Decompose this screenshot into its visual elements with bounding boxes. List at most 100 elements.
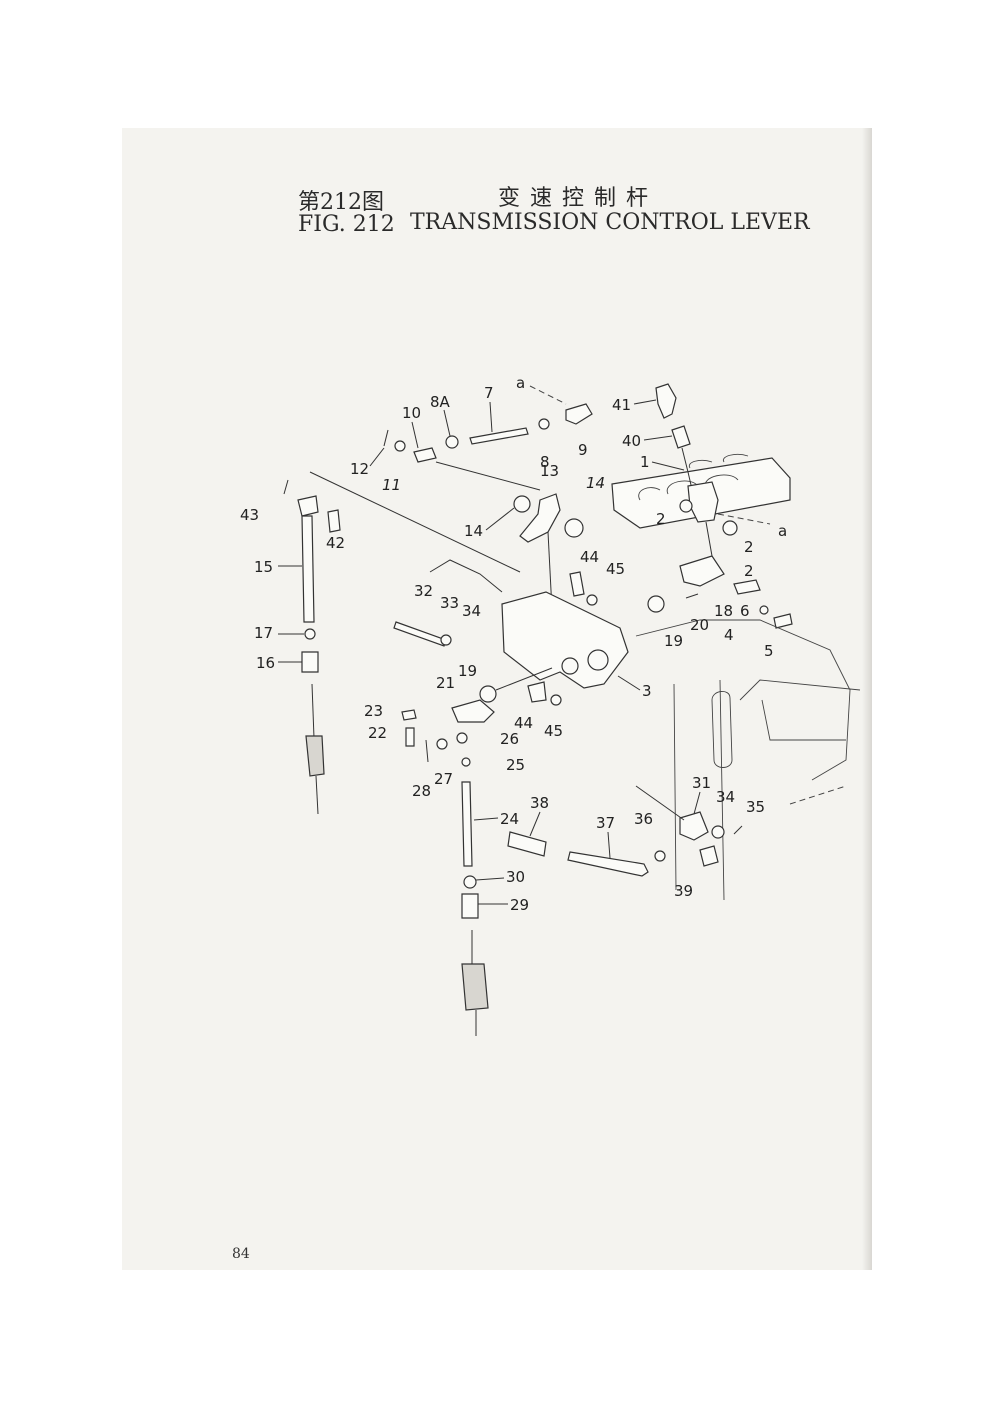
callout-5: 5 — [764, 642, 774, 660]
lever-37 — [567, 851, 649, 877]
link-to-31 — [635, 785, 685, 821]
screw-23 — [401, 709, 417, 721]
leader-38 — [529, 811, 541, 837]
frame-slot-1 — [711, 691, 733, 768]
nut-26 — [456, 732, 468, 744]
callout-10: 10 — [402, 404, 421, 422]
drawing-lines — [283, 383, 861, 1036]
pin-35 — [733, 825, 743, 835]
callout-44: 44 — [580, 548, 599, 566]
callout-33: 33 — [440, 594, 459, 612]
washer-8 — [538, 418, 550, 430]
grip-38 — [507, 831, 547, 857]
bolt-5 — [773, 613, 793, 629]
callout-12: 12 — [350, 460, 369, 478]
callout-22: 22 — [368, 724, 387, 742]
callout-25: 25 — [506, 756, 525, 774]
callout-3: 3 — [642, 682, 652, 700]
callout-a-right: a — [778, 522, 787, 540]
pin-4 — [733, 579, 761, 595]
axis-a-top — [529, 385, 567, 405]
nut-30 — [463, 875, 477, 889]
leader-37 — [607, 831, 611, 859]
callout-4: 4 — [724, 626, 734, 644]
bolt-44-upper — [569, 571, 585, 597]
rod-32 — [393, 621, 447, 647]
cable-left-top — [311, 683, 315, 739]
leader-30 — [475, 877, 505, 881]
callout-1: 1 — [640, 453, 650, 471]
callout-29: 29 — [510, 896, 529, 914]
collar-19-right — [647, 595, 665, 613]
callout-15: 15 — [254, 558, 273, 576]
callout-8a: 8A — [430, 393, 451, 411]
callout-45: 45 — [544, 722, 563, 740]
pin-12 — [383, 429, 389, 447]
axis-frame-right — [789, 785, 847, 805]
knob-41 — [655, 383, 677, 419]
callout-20: 20 — [690, 616, 709, 634]
pin-43 — [283, 479, 289, 495]
leader-7 — [489, 401, 493, 433]
bolt-39 — [699, 845, 719, 867]
callout-2: 2 — [744, 562, 754, 580]
callout-14: 14 — [586, 474, 605, 492]
callout-13: 13 — [540, 462, 559, 480]
washer-6 — [759, 605, 769, 615]
nut-36 — [654, 850, 666, 862]
callout-28: 28 — [412, 782, 431, 800]
callout-18: 18 — [714, 602, 733, 620]
rod-24 — [461, 781, 473, 867]
callout-38: 38 — [530, 794, 549, 812]
callout-24: 24 — [500, 810, 519, 828]
figure-number-english: FIG. 212 — [298, 212, 395, 237]
callout-36: 36 — [634, 810, 653, 828]
frame-outline — [635, 619, 861, 901]
callout-43: 43 — [240, 506, 259, 524]
callout-21: 21 — [436, 674, 455, 692]
callout-39: 39 — [674, 882, 693, 900]
washer-45-lower — [550, 694, 562, 706]
callout-2: 2 — [744, 538, 754, 556]
callout-14: 14 — [464, 522, 483, 540]
clamp-21 — [451, 699, 495, 723]
callout-30: 30 — [506, 868, 525, 886]
callout-37: 37 — [596, 814, 615, 832]
leader-24 — [473, 817, 499, 821]
callout-9: 9 — [578, 441, 588, 459]
lever-18 — [679, 555, 725, 587]
bush-2-top — [679, 499, 693, 513]
lever-13 — [519, 493, 561, 543]
callout-35: 35 — [746, 798, 765, 816]
sleeve-40 — [671, 425, 691, 449]
cable-boot-lower — [461, 963, 489, 1011]
callout-34: 34 — [716, 788, 735, 806]
callout-a-top: a — [516, 374, 525, 392]
pin-20 — [685, 593, 699, 599]
rod-end-top-15 — [297, 495, 319, 517]
callout-2: 2 — [656, 510, 666, 528]
axis-to-a — [717, 513, 771, 525]
callout-23: 23 — [364, 702, 383, 720]
bolt-22 — [405, 727, 415, 747]
leader-1 — [651, 461, 685, 471]
nut-11 — [394, 440, 406, 452]
callout-26: 26 — [500, 730, 519, 748]
callout-11: 11 — [382, 476, 401, 494]
callout-27: 27 — [434, 770, 453, 788]
bracket-hub — [561, 657, 579, 675]
washer-34-right — [711, 825, 725, 839]
rod-end-9 — [565, 403, 593, 425]
callout-labels: 1 2 2 2 3 4 5 6 7 8 8A 9 10 11 12 13 14 … — [240, 374, 787, 914]
leader-14 — [485, 507, 515, 531]
cable-boot-left — [305, 735, 325, 777]
link-to-19 — [495, 667, 553, 691]
cable-left-end — [315, 775, 319, 815]
gate-slots — [638, 453, 749, 501]
binding-shadow — [862, 128, 872, 1270]
link-to-18 — [705, 521, 713, 557]
sleeve-16 — [301, 651, 319, 673]
clevis-10 — [413, 447, 437, 463]
bush-14-left — [513, 495, 531, 513]
